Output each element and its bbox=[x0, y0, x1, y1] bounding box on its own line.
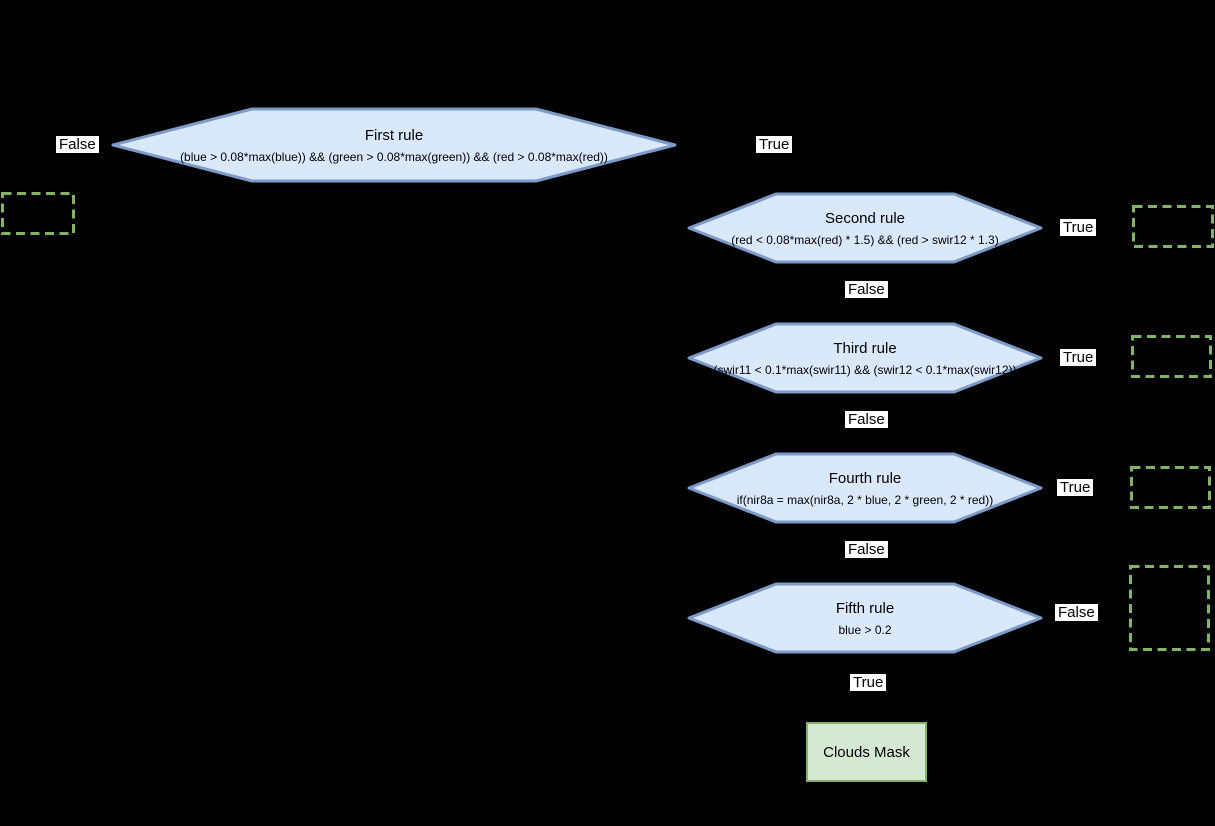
edge-label-rule1-true: True bbox=[756, 136, 793, 153]
edge-label-rule5-false: False bbox=[1055, 604, 1098, 621]
rule-condition: if(nir8a = max(nir8a, 2 * blue, 2 * gree… bbox=[736, 492, 994, 507]
edge-label-rule1-false: False bbox=[56, 136, 99, 153]
edge-label-rule2-false: False bbox=[845, 281, 888, 298]
placeholder-dashed-box-rule2-true bbox=[1132, 205, 1214, 248]
hexagon-shape bbox=[687, 192, 1043, 264]
edge-label-rule3-false: False bbox=[845, 411, 888, 428]
placeholder-dashed-box-rule3-true bbox=[1131, 335, 1212, 378]
rule-condition: blue > 0.2 bbox=[838, 622, 892, 637]
rule-title: First rule bbox=[364, 126, 424, 144]
rule-node-second: Second rule (red < 0.08*max(red) * 1.5) … bbox=[687, 192, 1043, 264]
hexagon-shape bbox=[111, 107, 677, 183]
rule-title: Fourth rule bbox=[828, 469, 902, 487]
rule-node-first: First rule (blue > 0.08*max(blue)) && (g… bbox=[111, 107, 677, 183]
hexagon-shape bbox=[687, 582, 1043, 654]
placeholder-dashed-box-rule1-false bbox=[1, 192, 75, 235]
hexagon-shape bbox=[687, 322, 1043, 394]
rule-condition: (red < 0.08*max(red) * 1.5) && (red > sw… bbox=[731, 232, 999, 247]
edge-label-rule3-true: True bbox=[1060, 349, 1097, 366]
rule-condition: (blue > 0.08*max(blue)) && (green > 0.08… bbox=[180, 149, 608, 164]
placeholder-dashed-box-rule4-true bbox=[1130, 466, 1211, 509]
rule-node-fifth: Fifth rule blue > 0.2 bbox=[687, 582, 1043, 654]
rule-node-fourth: Fourth rule if(nir8a = max(nir8a, 2 * bl… bbox=[687, 452, 1043, 524]
clouds-mask-label: Clouds Mask bbox=[823, 743, 910, 761]
rule-node-third: Third rule (swir11 < 0.1*max(swir11) && … bbox=[687, 322, 1043, 394]
rule-title: Third rule bbox=[833, 339, 897, 357]
hexagon-shape bbox=[687, 452, 1043, 524]
edge-label-rule4-true: True bbox=[1057, 479, 1094, 496]
rule-condition: (swir11 < 0.1*max(swir11) && (swir12 < 0… bbox=[713, 362, 1017, 377]
placeholder-dashed-box-rule5-false bbox=[1129, 565, 1210, 651]
clouds-mask-node: Clouds Mask bbox=[806, 722, 927, 782]
edge-label-rule5-true: True bbox=[850, 674, 887, 691]
rule-title: Second rule bbox=[824, 209, 906, 227]
edge-label-rule4-false: False bbox=[845, 541, 888, 558]
rule-title: Fifth rule bbox=[835, 599, 895, 617]
edge-label-rule2-true: True bbox=[1060, 219, 1097, 236]
